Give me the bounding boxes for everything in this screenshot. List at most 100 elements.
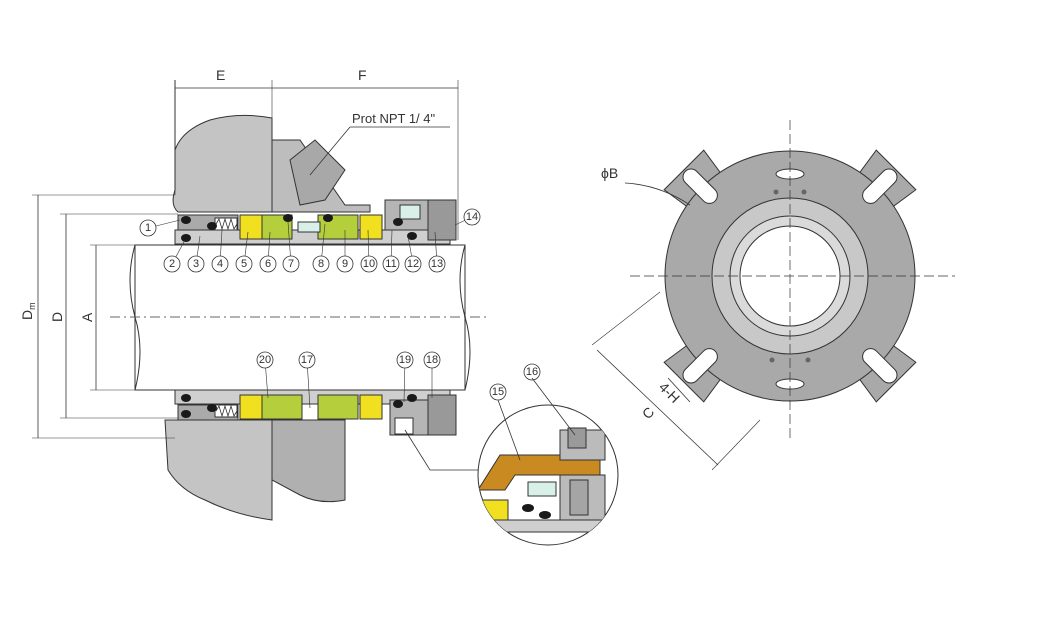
dim-f-label: F <box>358 67 367 83</box>
part-number-7: 7 <box>288 258 294 270</box>
detail-view <box>477 377 619 546</box>
part-bubble <box>139 219 157 237</box>
four-h-line <box>667 377 691 403</box>
housing-bottom <box>164 419 273 521</box>
o-ring <box>393 218 403 226</box>
part-number-8: 8 <box>318 258 324 270</box>
part-bubble <box>298 351 316 369</box>
part-bubble <box>235 255 253 273</box>
screw-hole <box>805 357 811 363</box>
detail-o-ring <box>539 511 551 519</box>
part-number-20: 20 <box>259 354 271 366</box>
clamp-ring-bottom <box>427 394 457 436</box>
flange-slots <box>682 168 898 384</box>
o-ring <box>181 410 191 418</box>
dim-c-label: C <box>639 404 657 422</box>
part-number-15: 15 <box>492 386 504 398</box>
dim-ext <box>711 419 761 471</box>
dim-dm-main: D <box>19 310 35 320</box>
o-ring <box>207 404 217 412</box>
part-bubble <box>259 255 277 273</box>
slot <box>682 168 718 204</box>
dim-dm-label: Dm <box>19 302 37 320</box>
detail-pin <box>527 481 557 497</box>
phi-b-leader <box>624 182 691 206</box>
detail-leader-15 <box>497 399 521 461</box>
face-yellow-left-bottom <box>239 394 263 420</box>
part-number-19: 19 <box>399 354 411 366</box>
o-ring <box>283 214 293 222</box>
part-bubble <box>428 255 446 273</box>
part-number-6: 6 <box>265 258 271 270</box>
part-number-1: 1 <box>145 222 151 234</box>
phi-b-label: ϕB <box>601 165 618 181</box>
face-yellow-left-top <box>239 214 263 240</box>
part-number-2: 2 <box>169 258 175 270</box>
part-number-14: 14 <box>466 211 478 223</box>
screw-hole <box>801 189 807 195</box>
part-bubble <box>382 255 400 273</box>
o-ring <box>181 234 191 242</box>
screw-hole <box>773 189 779 195</box>
clamp-ring-top <box>427 199 457 241</box>
o-ring <box>407 232 417 240</box>
detail-bolt <box>569 479 589 516</box>
o-ring <box>207 222 217 230</box>
part-number-3: 3 <box>193 258 199 270</box>
part-number-5: 5 <box>241 258 247 270</box>
slot <box>862 348 898 384</box>
detail-leader <box>404 429 478 471</box>
housing-top <box>172 80 273 213</box>
part-bubble <box>404 255 422 273</box>
port-block <box>289 139 346 206</box>
dim-dm-sub: m <box>27 302 37 310</box>
part-number-17: 17 <box>301 354 313 366</box>
spring-coil-top <box>215 217 238 231</box>
dim-ext <box>591 291 661 346</box>
part-bubble <box>312 255 330 273</box>
part-number-11: 11 <box>385 258 396 270</box>
detail-leader-16 <box>531 377 576 436</box>
part-number-13: 13 <box>431 258 443 270</box>
part-number-16: 16 <box>526 366 538 378</box>
gland-plate-bottom <box>271 419 346 503</box>
part-bubble <box>396 351 414 369</box>
part-bubble <box>463 208 481 226</box>
o-ring <box>323 214 333 222</box>
center-pin-top <box>297 221 321 233</box>
face-yellow-right-top <box>359 214 383 240</box>
detail-yellow-face <box>478 499 509 521</box>
part-bubble <box>211 255 229 273</box>
part-number-12: 12 <box>407 258 419 270</box>
o-ring <box>407 394 417 402</box>
spring-coil-bottom <box>215 404 238 418</box>
spring-pocket-bottom <box>394 417 414 435</box>
part-bubble <box>523 363 541 381</box>
o-rings <box>181 214 417 418</box>
part-bubble <box>187 255 205 273</box>
detail-screw <box>567 427 587 449</box>
four-h-label: 4-H <box>656 379 683 406</box>
screw-holes <box>769 189 811 363</box>
dim-d-label: D <box>49 312 65 322</box>
part-bubble <box>282 255 300 273</box>
end-view <box>591 120 955 471</box>
face-green-right-bottom <box>317 394 359 420</box>
part-number-9: 9 <box>342 258 348 270</box>
part-number-10: 10 <box>363 258 375 270</box>
part-bubble <box>336 255 354 273</box>
slot <box>682 348 718 384</box>
part-bubble <box>423 351 441 369</box>
detail-o-ring <box>522 504 534 512</box>
port-label: Prot NPT 1/ 4" <box>352 111 436 126</box>
o-ring <box>181 394 191 402</box>
collar-screw-top <box>399 204 421 220</box>
o-ring <box>393 400 403 408</box>
dim-c-line <box>596 349 719 466</box>
section-view <box>32 80 490 521</box>
screw-hole <box>769 357 775 363</box>
